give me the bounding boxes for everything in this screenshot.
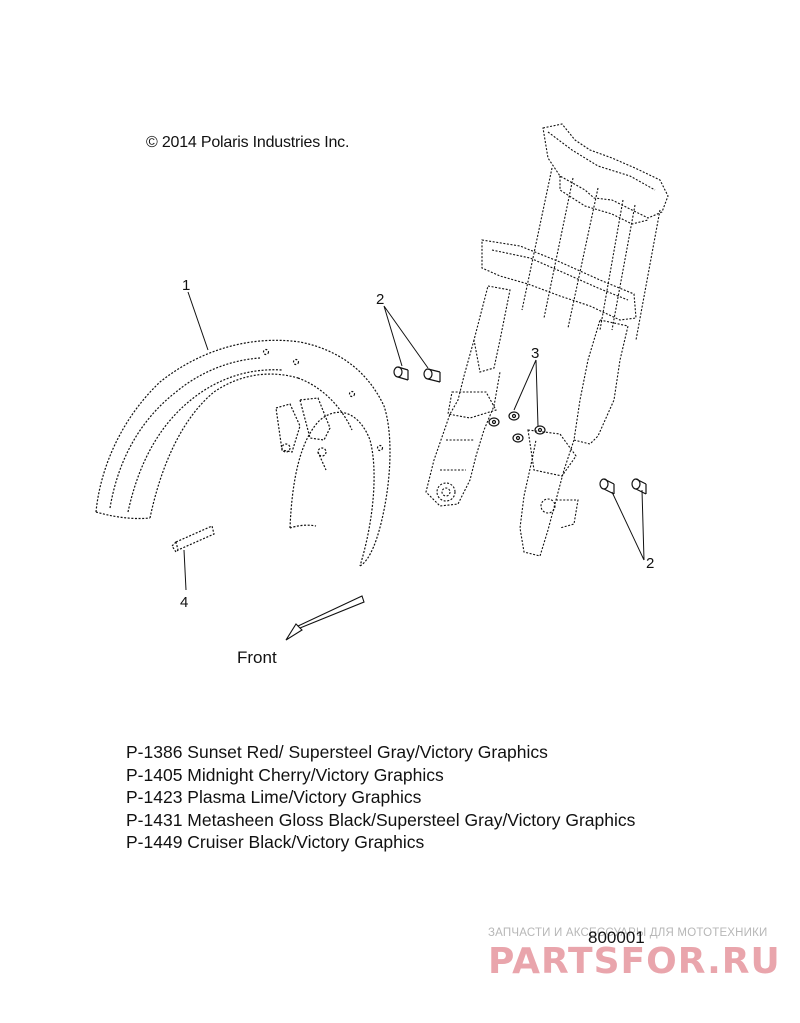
screw-upper-left	[393, 366, 409, 381]
callout-nuts: 3	[531, 345, 539, 362]
label-strip	[171, 525, 215, 553]
screw-lower-left	[599, 478, 615, 495]
part-variant-item: P-1423 Plasma Lime/Victory Graphics	[126, 787, 422, 808]
part-variant-item: P-1431 Metasheen Gloss Black/Supersteel …	[126, 809, 636, 830]
screw-upper-right	[423, 368, 441, 383]
part-variant-item: P-1386 Sunset Red/ Supersteel Gray/Victo…	[126, 742, 548, 762]
part-variant-item: P-1449 Cruiser Black/Victory Graphics	[126, 832, 425, 853]
callout-fender: 1	[182, 277, 190, 294]
diagram-number: 800001	[588, 928, 645, 947]
part-variant-list: P-1386 Sunset Red/ Supersteel Gray/Victo…	[126, 741, 635, 854]
nut-3	[534, 425, 546, 435]
copyright-notice: © 2014 Polaris Industries Inc.	[146, 134, 350, 151]
screw-lower-right	[631, 478, 647, 495]
nut-1	[508, 411, 520, 421]
front-fender	[95, 339, 391, 567]
nut-4	[512, 433, 524, 443]
fork-assembly	[425, 123, 669, 557]
callout-label-strip: 4	[180, 594, 188, 611]
front-label: Front	[237, 648, 277, 667]
fasteners	[393, 366, 647, 495]
part-variant-item: P-1405 Midnight Cherry/Victory Graphics	[126, 764, 444, 785]
nut-2	[488, 417, 500, 427]
exploded-parts-diagram: 1 2 3 2 4 Front	[95, 123, 669, 667]
leader-lines	[183, 291, 645, 591]
callout-screws-upper: 2	[376, 291, 384, 308]
callout-screws-lower: 2	[646, 555, 654, 572]
front-direction-arrow	[285, 595, 365, 641]
